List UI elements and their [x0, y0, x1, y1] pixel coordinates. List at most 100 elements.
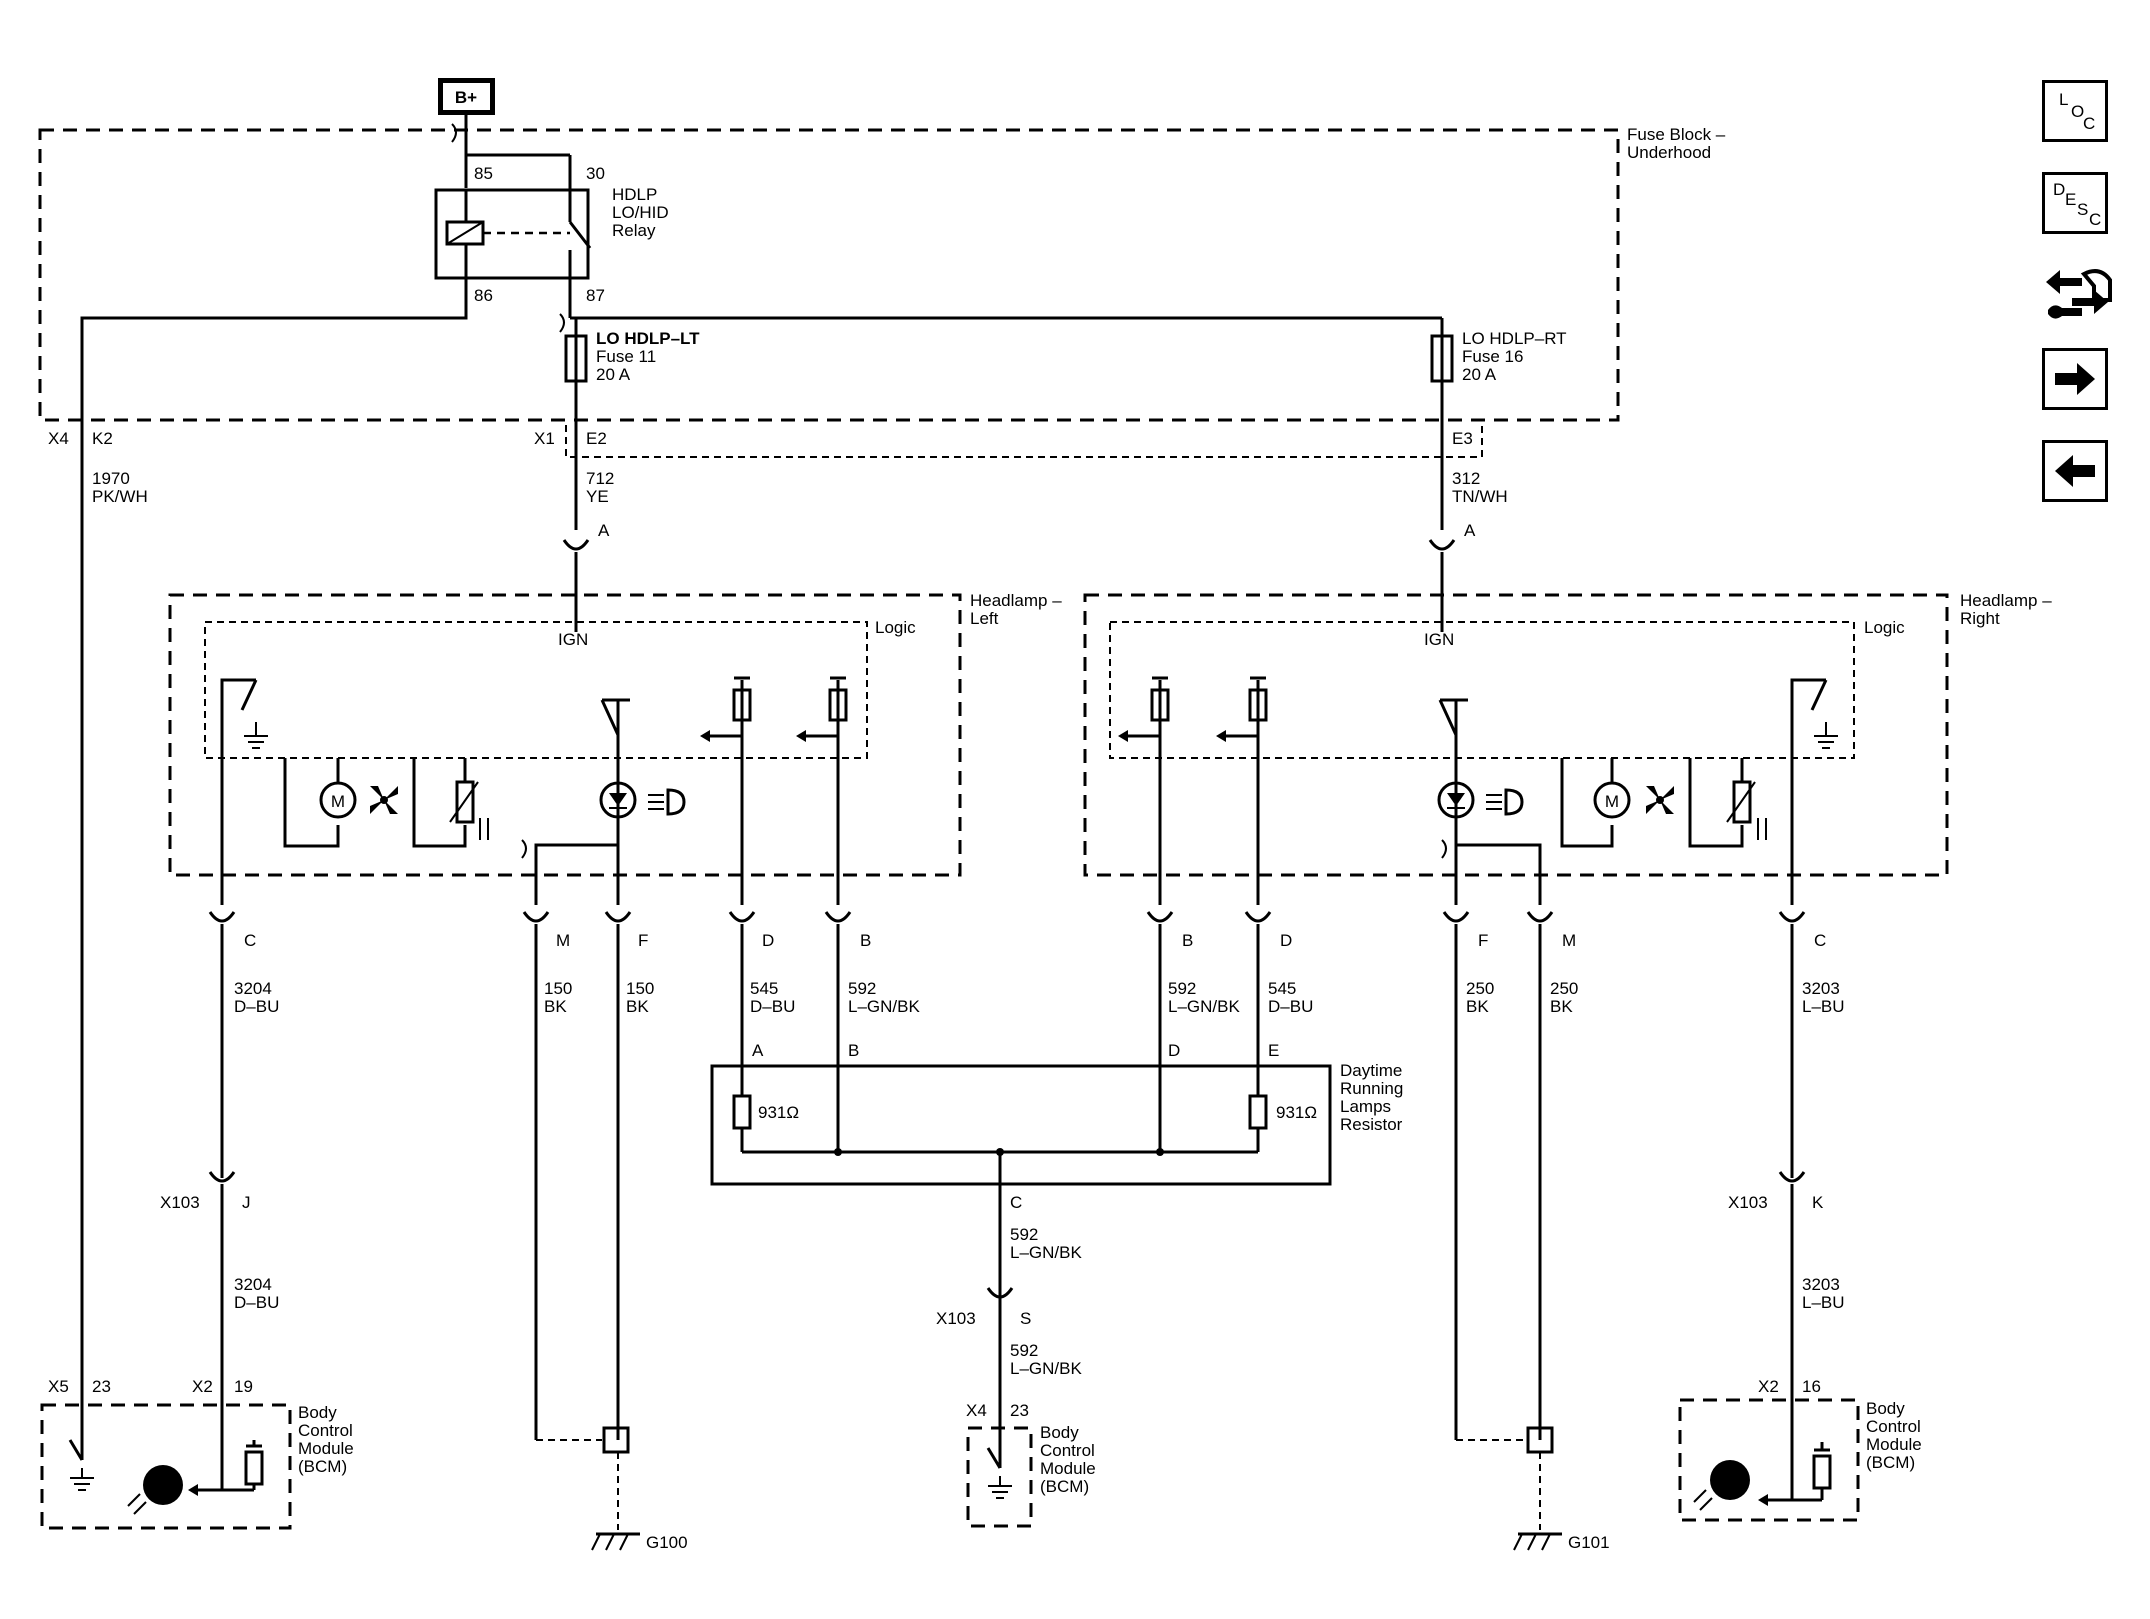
fuse-lt-label: LO HDLP–LT [596, 329, 700, 348]
svg-text:D–BU: D–BU [234, 997, 279, 1016]
svg-text:Body: Body [1866, 1399, 1905, 1418]
relay-name-3: Relay [612, 221, 656, 240]
desc-e: E [2065, 190, 2076, 209]
svg-text:931Ω: 931Ω [1276, 1103, 1317, 1122]
conn-e2: E2 [586, 429, 607, 448]
arrow-left-icon [2055, 455, 2095, 487]
svg-text:Control: Control [1866, 1417, 1921, 1436]
loc-c: C [2083, 114, 2095, 133]
wire-712: 712 [586, 469, 614, 488]
fuse-lt-label-3: 20 A [596, 365, 631, 384]
headlamp-right-label-2: Right [1960, 609, 2000, 628]
svg-text:X103: X103 [936, 1309, 976, 1328]
relay-pin-85: 85 [474, 164, 493, 183]
svg-text:G100: G100 [646, 1533, 688, 1552]
svg-text:L–GN/BK: L–GN/BK [1010, 1243, 1082, 1262]
svg-text:L–BU: L–BU [1802, 997, 1845, 1016]
fuse-block-label: Fuse Block – [1627, 125, 1726, 144]
svg-text:L–GN/BK: L–GN/BK [1010, 1359, 1082, 1378]
headlamp-right-label: Headlamp – [1960, 591, 2052, 610]
fuse-rt-label-3: 20 A [1462, 365, 1497, 384]
svg-text:X5: X5 [48, 1377, 69, 1396]
svg-text:Lamps: Lamps [1340, 1097, 1391, 1116]
svg-text:Body: Body [298, 1403, 337, 1422]
drl-pin-c: C [1010, 1193, 1022, 1212]
ign-right: IGN [1424, 630, 1454, 649]
svg-text:X103: X103 [160, 1193, 200, 1212]
svg-text:L–GN/BK: L–GN/BK [1168, 997, 1240, 1016]
svg-text:A: A [752, 1041, 764, 1060]
svg-text:S: S [1020, 1309, 1031, 1328]
svg-text:592: 592 [1010, 1341, 1038, 1360]
svg-text:545: 545 [750, 979, 778, 998]
desc-s: S [2077, 200, 2088, 219]
vehicle-arrows-icon[interactable] [2042, 256, 2114, 328]
headlamp-left: Headlamp – Left Logic IGN M [168, 591, 1062, 905]
svg-text:D–BU: D–BU [234, 1293, 279, 1312]
next-button[interactable] [2042, 348, 2108, 410]
location-button[interactable]: L O C [2042, 80, 2108, 142]
wire-pkwh: PK/WH [92, 487, 148, 506]
motor-m-left: M [331, 792, 345, 811]
loc-l: L [2059, 90, 2068, 109]
bcm-middle: X4 23 Body Control Module (BCM) [966, 1401, 1096, 1528]
svg-text:G101: G101 [1568, 1533, 1610, 1552]
svg-text:X103: X103 [1728, 1193, 1768, 1212]
svg-text:Resistor: Resistor [1340, 1115, 1403, 1134]
description-button[interactable]: D E S C [2042, 172, 2108, 234]
headlamp-left-label: Headlamp – [970, 591, 1062, 610]
drl-resistor: A B D E 931Ω 931Ω Daytime Running Lamps … [710, 1041, 1403, 1186]
svg-text:X4: X4 [966, 1401, 987, 1420]
pin-d-right: D [1280, 931, 1292, 950]
pin-d-left: D [762, 931, 774, 950]
fuse-rt-label-2: Fuse 16 [1462, 347, 1523, 366]
relay-name: HDLP [612, 185, 657, 204]
headlamp-right: Headlamp – Right Logic IGN M [1083, 591, 2052, 905]
svg-text:D–BU: D–BU [750, 997, 795, 1016]
pin-m-right: M [1562, 931, 1576, 950]
svg-text:3204: 3204 [234, 1275, 272, 1294]
loc-o: O [2071, 102, 2084, 121]
svg-text:Module: Module [1866, 1435, 1922, 1454]
bcm-left: X5 23 X2 19 Body Control Module (BCM) [40, 1377, 354, 1530]
wire-312: 312 [1452, 469, 1480, 488]
svg-text:K: K [1812, 1193, 1824, 1212]
svg-text:250: 250 [1550, 979, 1578, 998]
svg-text:16: 16 [1802, 1377, 1821, 1396]
svg-text:150: 150 [626, 979, 654, 998]
pin-a-right: A [1464, 521, 1476, 540]
svg-text:Control: Control [1040, 1441, 1095, 1460]
arrow-right-icon [2055, 363, 2095, 395]
fuse-block-label-2: Underhood [1627, 143, 1711, 162]
svg-text:L–GN/BK: L–GN/BK [848, 997, 920, 1016]
motor-m-right: M [1605, 792, 1619, 811]
svg-text:BK: BK [544, 997, 567, 1016]
fuse-16: LO HDLP–RT Fuse 16 20 A [1430, 318, 1567, 530]
svg-text:(BCM): (BCM) [1040, 1477, 1089, 1496]
svg-text:Running: Running [1340, 1079, 1403, 1098]
svg-text:(BCM): (BCM) [1866, 1453, 1915, 1472]
svg-text:X2: X2 [192, 1377, 213, 1396]
fuse-11: LO HDLP–LT Fuse 11 20 A [564, 318, 700, 530]
battery-supply-label: B+ [438, 78, 495, 115]
conn-e3: E3 [1452, 429, 1473, 448]
wire-tnwh: TN/WH [1452, 487, 1508, 506]
svg-text:Body: Body [1040, 1423, 1079, 1442]
headlamp-left-label-2: Left [970, 609, 999, 628]
wire-ye: YE [586, 487, 609, 506]
svg-text:BK: BK [1550, 997, 1573, 1016]
pin-f-right: F [1478, 931, 1488, 950]
svg-text:3204: 3204 [234, 979, 272, 998]
svg-text:D: D [1168, 1041, 1180, 1060]
conn-k2: K2 [92, 429, 113, 448]
svg-text:931Ω: 931Ω [758, 1103, 799, 1122]
svg-text:B: B [848, 1041, 859, 1060]
logic-label-left: Logic [875, 618, 916, 637]
pin-m-left: M [556, 931, 570, 950]
svg-text:Module: Module [1040, 1459, 1096, 1478]
previous-button[interactable] [2042, 440, 2108, 502]
svg-text:BK: BK [626, 997, 649, 1016]
svg-text:250: 250 [1466, 979, 1494, 998]
